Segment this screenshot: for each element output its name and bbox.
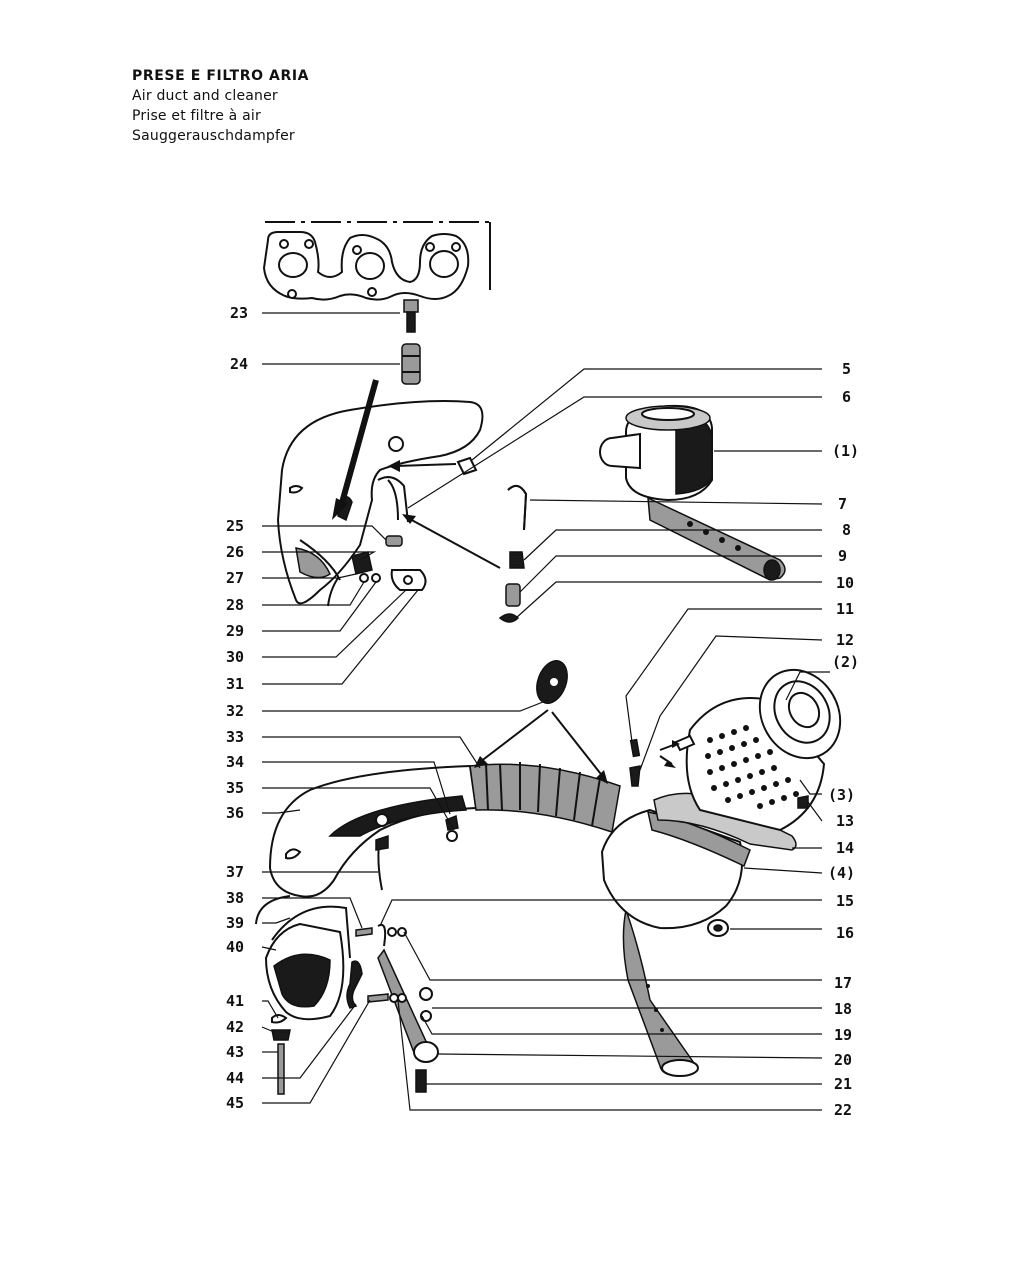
title-english: Air duct and cleaner	[132, 88, 278, 104]
callout-labels: 23 24 5 6 (1) 7 8 9 10 11 12 (2) (3) 13 14 (4) 15 16 17 18 1…	[226, 304, 859, 1119]
callout-label: 38	[226, 889, 244, 907]
lower-intake-duct	[255, 762, 621, 1021]
callout-label: 26	[226, 543, 244, 561]
callout-label: 9	[838, 547, 847, 565]
bellows-ribs	[485, 762, 601, 827]
callout-label: 37	[226, 863, 244, 881]
callout-label: 40	[226, 938, 244, 956]
title-french: Prise et filtre à air	[132, 108, 261, 124]
callout-label: 35	[226, 779, 244, 797]
callout-label: 16	[836, 924, 854, 942]
callout-label: 7	[838, 495, 847, 513]
leader-lines	[261, 312, 830, 1111]
bracket-hardware-33-45	[271, 814, 459, 1095]
callout-label: 28	[226, 596, 244, 614]
callout-label: 25	[226, 517, 244, 535]
callout-label: (3)	[828, 786, 855, 804]
callout-label: 11	[836, 600, 854, 618]
title-block: PRESE E FILTRO ARIA Air duct and cleaner…	[132, 66, 309, 146]
callout-label: 29	[226, 622, 244, 640]
title-italian: PRESE E FILTRO ARIA	[132, 68, 310, 84]
callout-label: 31	[226, 675, 244, 693]
callout-label: 15	[836, 892, 854, 910]
callout-label: (1)	[832, 442, 859, 460]
callout-label: 33	[226, 728, 244, 746]
callout-label: 34	[226, 753, 244, 771]
air-cleaner-1	[599, 404, 786, 581]
stud-23	[403, 299, 419, 333]
callout-label: 41	[226, 992, 244, 1010]
callout-label: 24	[230, 355, 248, 373]
hose-parts-5-10	[456, 456, 528, 623]
callout-label: (2)	[832, 653, 859, 671]
upper-air-intake-hood	[276, 400, 484, 605]
callout-label: 5	[842, 360, 851, 378]
callout-label: (4)	[828, 864, 855, 882]
callout-label: 6	[842, 388, 851, 406]
callout-label: 10	[836, 574, 854, 592]
callout-label: 14	[836, 839, 854, 857]
callout-label: 23	[230, 304, 248, 322]
assembly-arrow-hose	[388, 460, 501, 569]
callout-label: 42	[226, 1018, 244, 1036]
callout-label: 44	[226, 1069, 244, 1087]
callout-label: 27	[226, 569, 244, 587]
large-air-cleaner	[600, 668, 842, 1077]
callout-label: 20	[834, 1051, 852, 1069]
title-german: Sauggerauschdampfer	[132, 128, 295, 144]
callout-label: 8	[842, 521, 851, 539]
callout-label: 13	[836, 812, 854, 830]
callout-label: 22	[834, 1101, 852, 1119]
manifold-flange-drawing	[262, 221, 491, 301]
callout-label: 17	[834, 974, 852, 992]
callout-label: 36	[226, 804, 244, 822]
callout-label: 19	[834, 1026, 852, 1044]
spacer-sleeve-24	[401, 343, 421, 385]
callout-label: 39	[226, 914, 244, 932]
callout-label: 32	[226, 702, 244, 720]
callout-label: 43	[226, 1043, 244, 1061]
callout-label: 45	[226, 1094, 244, 1112]
callout-label: 30	[226, 648, 244, 666]
callout-label: 12	[836, 631, 854, 649]
filter-perforations	[705, 725, 799, 809]
callout-label: 21	[834, 1075, 852, 1093]
callout-label: 18	[834, 1000, 852, 1018]
assembly-arrow-hood	[332, 379, 379, 520]
